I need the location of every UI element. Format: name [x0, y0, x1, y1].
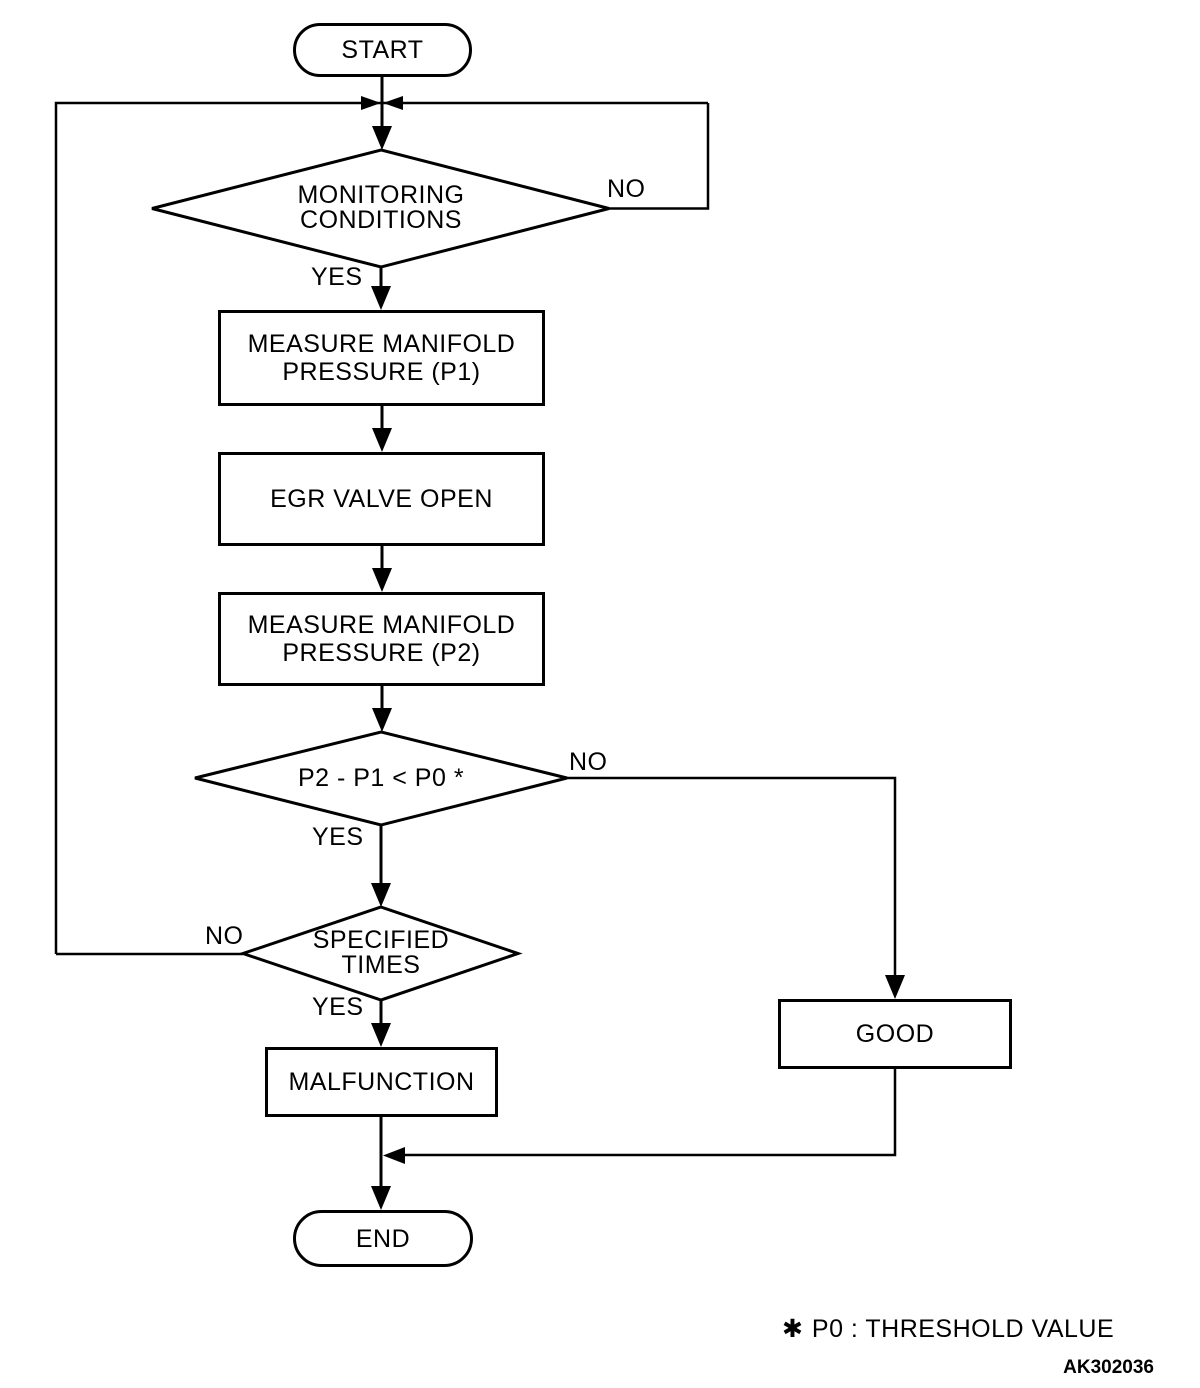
specified-times-label: SPECIFIED TIMES [312, 926, 450, 979]
specified-arrowhead [371, 883, 391, 907]
measure-p1-arrowhead [371, 286, 391, 310]
specified-yes-label: YES [312, 993, 364, 1021]
end-node: END [293, 1210, 473, 1267]
monitoring-no-connector [609, 103, 710, 210]
asterisk-icon: ✱ [782, 1314, 812, 1343]
compare-no-connector [567, 776, 897, 979]
malfunction-process: MALFUNCTION [265, 1047, 498, 1117]
malfunction-label: MALFUNCTION [288, 1068, 475, 1096]
monitoring-conditions-label: MONITORING CONDITIONS [297, 181, 465, 234]
measure-p1-label: MEASURE MANIFOLD PRESSURE (P1) [247, 330, 516, 386]
footnote: ✱ P0 : THRESHOLD VALUE [782, 1314, 1114, 1344]
good-arrowhead [885, 975, 905, 999]
measure-p2-process: MEASURE MANIFOLD PRESSURE (P2) [218, 592, 545, 686]
end-arrowhead [371, 1186, 391, 1210]
merge-arrowhead [383, 1147, 405, 1164]
monitoring-yes-label: YES [311, 263, 363, 291]
end-label: END [355, 1224, 411, 1253]
egr-valve-open-process: EGR VALVE OPEN [218, 452, 545, 546]
compare-pressure-label: P2 - P1 < P0 * [297, 763, 465, 792]
compare-no-label: NO [569, 748, 608, 776]
loop-return-connector [54, 101, 708, 954]
good-return-connector [404, 1069, 897, 1157]
monitoring-arrowhead [372, 126, 392, 150]
figure-code: AK302036 [1063, 1357, 1154, 1378]
measure-p1-process: MEASURE MANIFOLD PRESSURE (P1) [218, 310, 545, 406]
junction-arrowhead-right [383, 96, 403, 110]
compare-yes-label: YES [312, 823, 364, 851]
measure-p2-label: MEASURE MANIFOLD PRESSURE (P2) [247, 611, 516, 667]
footnote-text: P0 : THRESHOLD VALUE [811, 1315, 1115, 1343]
malfunction-arrowhead [371, 1023, 391, 1047]
good-process: GOOD [778, 999, 1012, 1069]
egr-arrowhead [372, 428, 392, 452]
specified-no-label: NO [205, 922, 244, 950]
egr-valve-open-label: EGR VALVE OPEN [270, 485, 493, 513]
monitoring-no-label: NO [607, 175, 646, 203]
junction-arrowhead-left [361, 96, 381, 110]
start-node: START [293, 23, 472, 77]
good-label: GOOD [855, 1020, 935, 1048]
measure-p2-arrowhead [372, 568, 392, 592]
compare-arrowhead [372, 708, 392, 732]
start-label: START [341, 36, 424, 64]
